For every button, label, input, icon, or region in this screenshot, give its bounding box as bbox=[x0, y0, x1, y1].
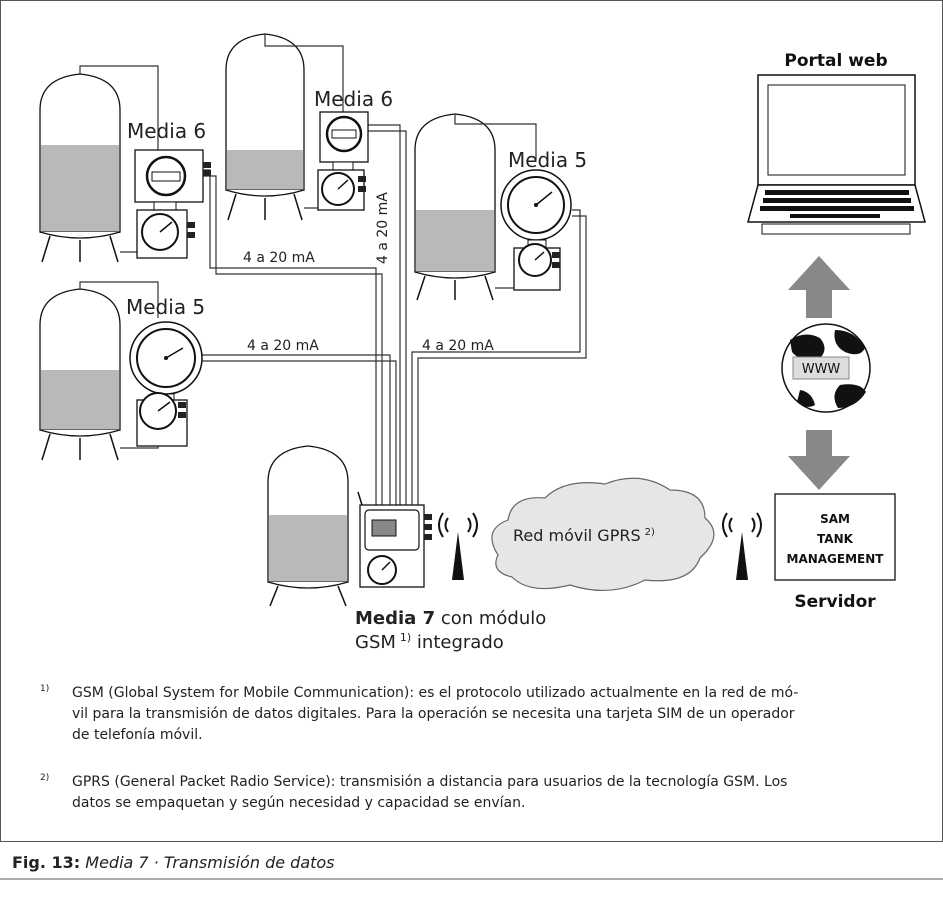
transmitter-media6-center bbox=[317, 111, 369, 211]
label-media6-left: Media 6 bbox=[127, 119, 206, 143]
server-line-3: MANAGEMENT bbox=[787, 552, 885, 566]
signal-label-4: 4 a 20 mA bbox=[375, 192, 391, 264]
footnote-1-mark: 1) bbox=[40, 684, 50, 694]
arrow-up-icon bbox=[788, 256, 850, 318]
transmitter-media5-right bbox=[500, 169, 572, 291]
media7-label-line1: Media 7 con módulo bbox=[355, 608, 546, 629]
caption-text: Media 7 · Transmisión de datos bbox=[80, 853, 335, 872]
server-label: Servidor bbox=[794, 592, 876, 612]
label-media5-right: Media 5 bbox=[508, 148, 587, 172]
data-transmission-diagram: Media 6 Media 6 Media 5 Media 5 4 a 20 m… bbox=[39, 33, 926, 653]
signal-label-3: 4 a 20 mA bbox=[422, 338, 494, 354]
transmitter-media5-left bbox=[129, 321, 203, 447]
signal-label-2: 4 a 20 mA bbox=[247, 338, 319, 354]
antenna-icon-right bbox=[722, 512, 762, 580]
footnote-2: 2) GPRS (General Packet Radio Service): … bbox=[40, 772, 862, 814]
tank-2 bbox=[225, 33, 305, 221]
server-line-2: TANK bbox=[817, 532, 854, 546]
server-box bbox=[774, 493, 896, 581]
globe-label: WWW bbox=[802, 362, 841, 377]
footnote-2-text: GPRS (General Packet Radio Service): tra… bbox=[72, 774, 788, 811]
tank-5 bbox=[267, 445, 349, 607]
portal-label: Portal web bbox=[784, 51, 887, 71]
tank-4 bbox=[39, 288, 121, 461]
signal-cables bbox=[202, 124, 587, 505]
label-media6-center: Media 6 bbox=[314, 87, 393, 111]
tank-3 bbox=[414, 113, 496, 301]
server-line-1: SAM bbox=[820, 512, 850, 526]
footnote-1-text: GSM (Global System for Mobile Communicat… bbox=[72, 685, 799, 743]
laptop-icon bbox=[747, 74, 926, 235]
globe-icon bbox=[781, 323, 871, 413]
footnote-2-mark: 2) bbox=[40, 773, 50, 783]
transmitter-media6-left bbox=[134, 149, 211, 259]
tank-1 bbox=[39, 73, 121, 263]
signal-label-1: 4 a 20 mA bbox=[243, 250, 315, 266]
label-media5-left: Media 5 bbox=[126, 295, 205, 319]
gprs-cloud bbox=[491, 477, 715, 592]
footnote-1: 1) GSM (Global System for Mobile Communi… bbox=[40, 683, 862, 746]
antenna-icon-left bbox=[438, 512, 478, 580]
caption-label: Fig. 13: bbox=[12, 853, 81, 872]
arrow-down-icon bbox=[788, 430, 850, 490]
figure-caption: Fig. 13: Media 7 · Transmisión de datos bbox=[12, 853, 335, 872]
transmitter-media7 bbox=[357, 491, 432, 588]
